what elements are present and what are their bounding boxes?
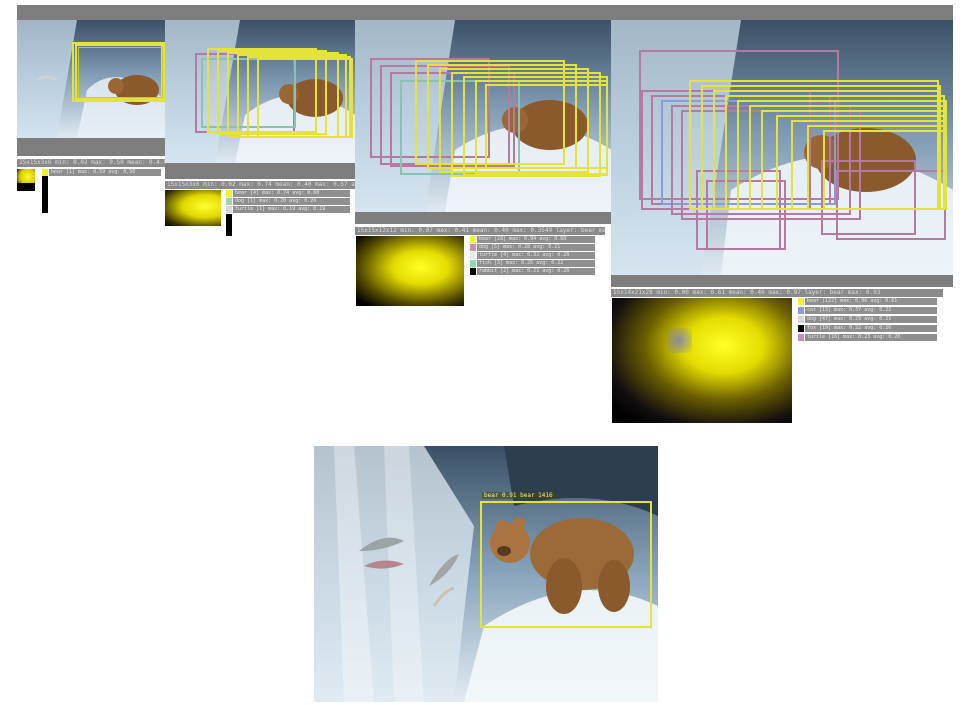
- legend-swatch: [798, 316, 804, 323]
- legend-swatch: [226, 198, 232, 205]
- heatmap: [165, 190, 221, 226]
- legend-swatch: [798, 325, 804, 332]
- legend-swatch: [470, 252, 476, 259]
- panel-title-bar: [355, 5, 612, 20]
- panel-title-bar: [611, 5, 953, 20]
- legend-swatch: [226, 206, 232, 213]
- panel-title-bar: [17, 5, 165, 20]
- legend-row: dog [47] max: 0.29 avg: 0.21: [805, 316, 937, 323]
- legend-swatch: [798, 298, 804, 305]
- legend-swatch: [798, 307, 804, 314]
- legend-row: cat [13] max: 0.37 avg: 0.22: [805, 307, 937, 314]
- status-readout: 15x15x12x12 min: 0.07 max: 0.41 mean: 0.…: [355, 227, 605, 235]
- status-readout: 15x15x3x6 min: 0.02 max: 0.74 mean: 0.40…: [165, 181, 355, 189]
- heatmap: [17, 169, 35, 191]
- status-readout: 15x15x3x6 min: 0.02 max: 0.50 mean: 0.4.…: [17, 159, 165, 167]
- final-detection-image: bear 0.91 bear 1416: [314, 446, 658, 702]
- panel-footer-bar: [355, 212, 612, 224]
- scene-image: [165, 20, 355, 163]
- detection-box: [480, 501, 652, 628]
- panel-footer-bar: [165, 163, 355, 179]
- detection-label: bear 0.91 bear 1416: [482, 492, 555, 499]
- legend-row: fox [19] max: 0.22 avg: 0.20: [805, 325, 937, 332]
- legend-row: bear [28] max: 0.94 avg: 0.60: [477, 236, 595, 243]
- detection-panel-3: 15x15x12x12 min: 0.07 max: 0.41 mean: 0.…: [355, 5, 615, 306]
- panel-footer-bar: [611, 275, 953, 287]
- heatmap: [356, 236, 464, 306]
- scene-image: [17, 20, 165, 138]
- legend-swatch: [470, 244, 476, 251]
- panel-title-bar: [165, 5, 355, 20]
- legend-row: dog [1] max: 0.20 avg: 0.20: [233, 198, 350, 205]
- panel-footer-bar: [17, 138, 165, 156]
- legend-swatch: [42, 176, 48, 213]
- legend-swatch: [226, 190, 232, 197]
- detection-panel-2: 15x15x3x6 min: 0.02 max: 0.74 mean: 0.40…: [165, 5, 360, 240]
- legend-row: turtle [4] max: 0.32 avg: 0.28: [477, 252, 595, 259]
- legend-row: dog [5] max: 0.28 avg: 0.21: [477, 244, 595, 251]
- legend-swatch: [470, 236, 476, 243]
- legend-row: fish [3] max: 0.26 avg: 0.22: [477, 260, 595, 267]
- legend-swatch: [226, 214, 232, 236]
- legend-swatch: [470, 260, 476, 267]
- legend-row: turtle [16] max: 0.23 avg: 0.20: [805, 334, 937, 341]
- legend-row: bear [122] max: 0.96 avg: 0.61: [805, 298, 937, 305]
- heatmap: [612, 298, 792, 423]
- scene-image: [611, 20, 953, 275]
- legend-row: bear [4] max: 0.74 avg: 0.60: [233, 190, 350, 197]
- status-readout: 15x14x21x28 min: 0.00 max: 0.61 mean: 0.…: [611, 289, 943, 297]
- scene-image: [355, 20, 612, 212]
- legend-row: turtle [1] max: 0.19 avg: 0.19: [233, 206, 350, 213]
- legend-swatch: [798, 334, 804, 341]
- detection-panel-1: 15x15x3x6 min: 0.02 max: 0.50 mean: 0.4.…: [17, 5, 167, 215]
- legend-row: bear [1] max: 0.59 avg: 0.50: [49, 169, 161, 176]
- detection-panel-4: 15x14x21x28 min: 0.00 max: 0.61 mean: 0.…: [611, 5, 956, 425]
- legend-row: rabbit [2] max: 0.21 avg: 0.20: [477, 268, 595, 275]
- legend-swatch: [42, 169, 48, 176]
- legend-swatch: [470, 268, 476, 275]
